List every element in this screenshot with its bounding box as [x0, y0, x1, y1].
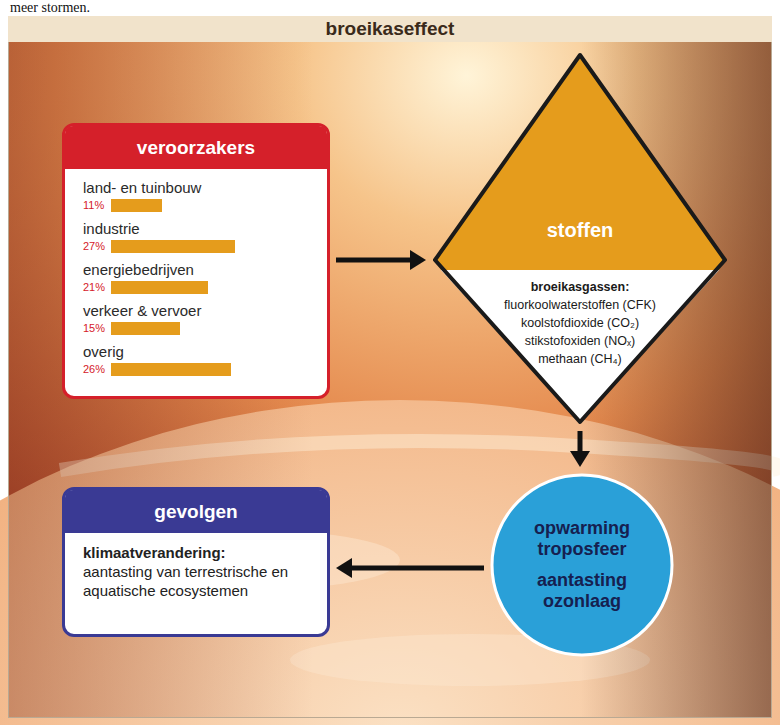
- arrow-head: [410, 250, 426, 270]
- cause-box: veroorzakers land- en tuinbouw11% industri…: [62, 123, 330, 399]
- sky: [8, 42, 772, 718]
- effect-text: aantasting ozonlaag: [517, 570, 647, 612]
- bar-row: overig26%: [83, 343, 313, 377]
- bar-row: industrie27%: [83, 220, 313, 254]
- shade: [8, 42, 772, 718]
- bar-line: 11%: [83, 197, 313, 213]
- bar-row: energiebedrijven21%: [83, 261, 313, 295]
- consequence-box: gevolgenklimaatverandering:aantasting va…: [62, 487, 330, 637]
- category-label: land- en tuinbouw: [83, 179, 313, 197]
- percentage-label: 27%: [83, 239, 111, 253]
- substance-name: koolstofdioxide (CO₂): [432, 314, 728, 332]
- diagram-title: broeikaseffect: [8, 16, 772, 42]
- bar-row: land- en tuinbouw11%: [83, 179, 313, 213]
- percentage-label: 11%: [83, 198, 111, 212]
- box-heading: gevolgen: [65, 490, 327, 533]
- percentage-label: 15%: [83, 321, 111, 335]
- arrow-head: [336, 558, 352, 578]
- diamond-body: broeikasgassen:fluorkoolwaterstoffen (CF…: [432, 278, 728, 368]
- bar-line: 15%: [83, 320, 313, 336]
- category-label: industrie: [83, 220, 313, 238]
- circle-fill: [492, 475, 672, 655]
- box-heading: veroorzakers: [65, 126, 327, 169]
- body-heading: klimaatverandering:: [83, 543, 313, 562]
- circle-outline: [490, 473, 674, 657]
- frame: [9, 17, 772, 718]
- bar-row: verkeer & vervoer15%: [83, 302, 313, 336]
- arrow-shaft: [350, 566, 484, 571]
- body-heading: broeikasgassen:: [432, 278, 728, 296]
- box-body: land- en tuinbouw11% industrie27% energieb…: [65, 169, 327, 396]
- arrow-shaft: [578, 431, 583, 453]
- percentage-bar: [111, 199, 162, 212]
- percentage-bar: [111, 322, 180, 335]
- diamond-heading: stoffen: [432, 218, 728, 242]
- bar-line: 26%: [83, 361, 313, 377]
- substance-name: fluorkoolwaterstoffen (CFK): [432, 296, 728, 314]
- percentage-bar: [111, 281, 208, 294]
- box-body: klimaatverandering:aantasting van terres…: [65, 533, 327, 612]
- category-label: verkeer & vervoer: [83, 302, 313, 320]
- category-label: energiebedrijven: [83, 261, 313, 279]
- percentage-bar: [111, 240, 235, 253]
- effect-text: opwarming troposfeer: [517, 518, 647, 560]
- arrow-head: [570, 451, 590, 467]
- bar-line: 27%: [83, 238, 313, 254]
- body-text: aantasting van terrestrische en aquatisc…: [83, 562, 313, 600]
- arrow-shaft: [336, 258, 412, 263]
- flow-arrow: [336, 250, 426, 270]
- percentage-label: 21%: [83, 280, 111, 294]
- cropped-text-line: meer stormen.: [10, 0, 90, 15]
- bar-line: 21%: [83, 279, 313, 295]
- percentage-label: 26%: [83, 362, 111, 376]
- flow-arrow: [336, 558, 484, 578]
- substance-name: methaan (CH₄): [432, 350, 728, 368]
- percentage-bar: [111, 363, 231, 376]
- category-label: overig: [83, 343, 313, 361]
- substance-name: stikstofoxiden (NOₓ): [432, 332, 728, 350]
- effect-circle: opwarming troposfeer aantasting ozonlaag: [490, 473, 674, 657]
- flow-arrow: [570, 431, 590, 467]
- substance-diamond: stoffen broeikasgassen:fluorkoolwaterstof…: [432, 52, 728, 425]
